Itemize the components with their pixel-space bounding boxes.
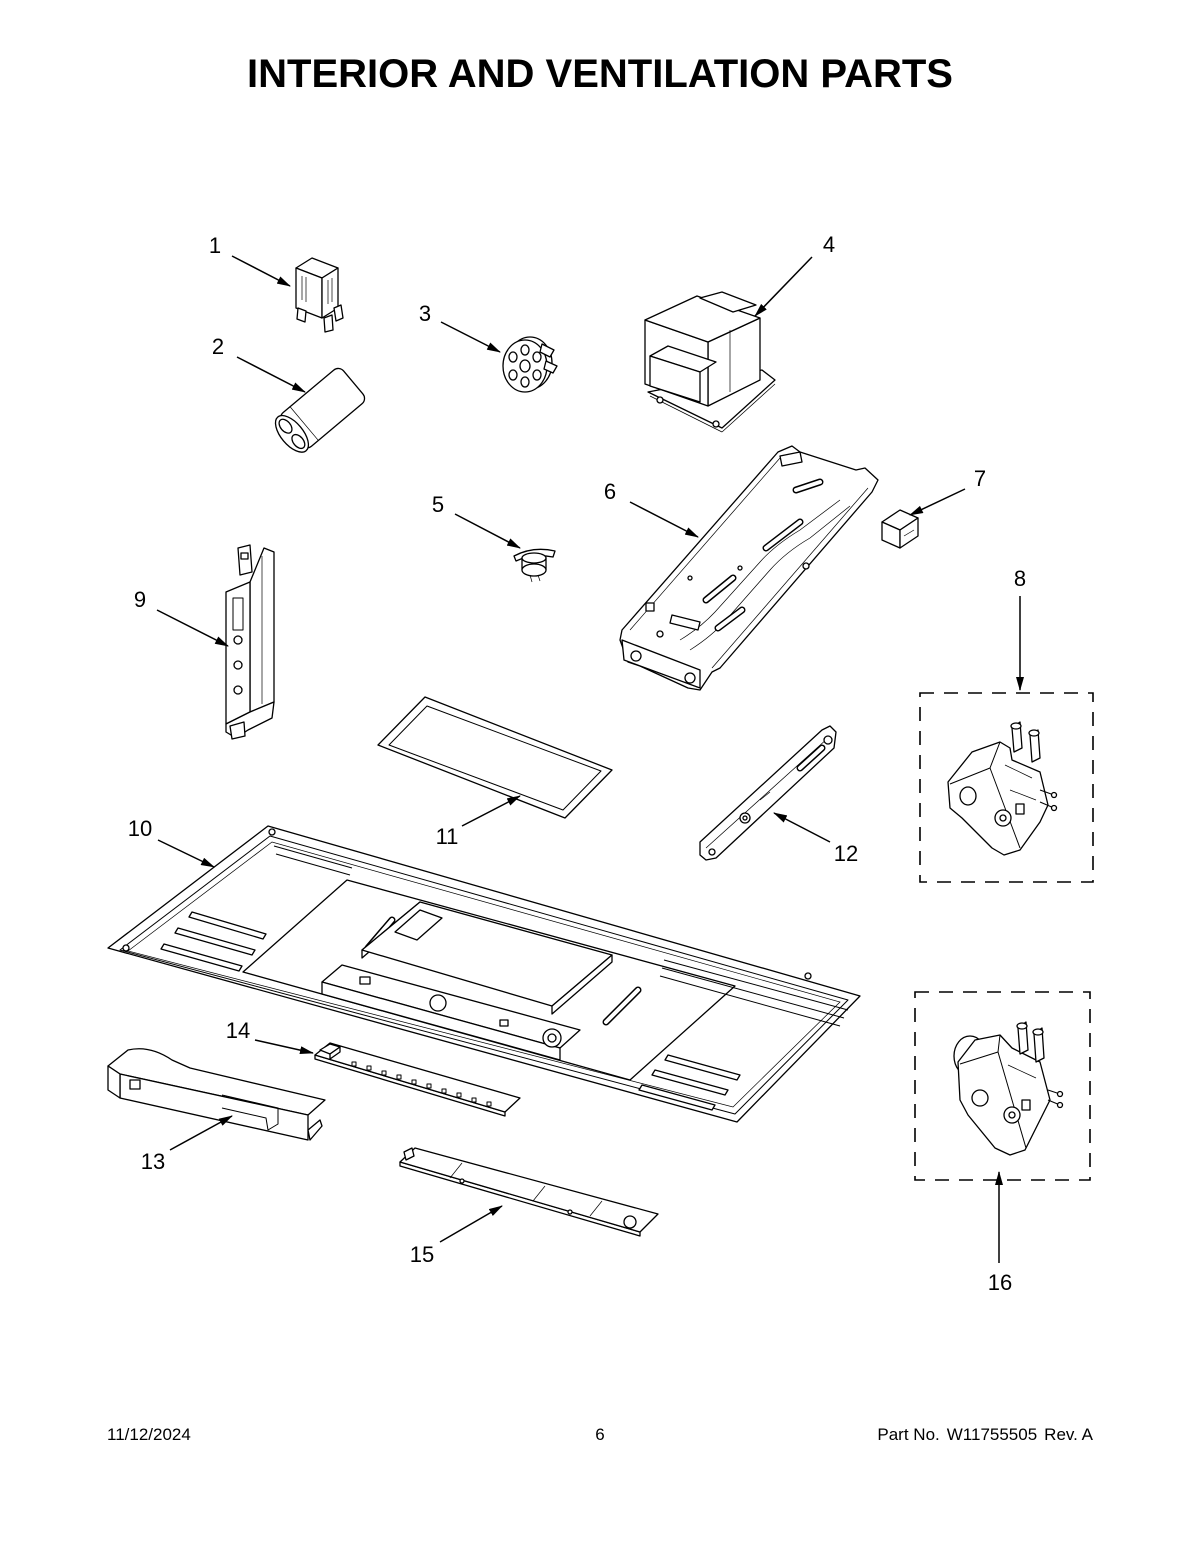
callout-arrow-4 [754,256,813,317]
callout-6: 6 [604,479,616,504]
callout-13: 13 [141,1149,165,1174]
callout-arrow-5 [454,513,521,549]
callout-arrow-2 [236,356,306,393]
footer-part-number: Part No. W11755505 Rev. A [877,1426,1093,1443]
callout-arrow-10 [157,839,215,868]
callout-9: 9 [134,587,146,612]
part-13-duct-cover [107,1048,326,1141]
callout-12: 12 [834,841,858,866]
part-9-vertical-bracket [225,544,275,740]
callout-11: 11 [436,824,459,849]
callout-arrow-1 [231,255,291,287]
part-4-transformer [644,291,776,433]
revision: Rev. A [1044,1425,1093,1444]
part-12-rail [699,725,837,861]
footer-page-number: 6 [595,1425,605,1444]
part-no-value: W11755505 [946,1425,1038,1444]
callout-16: 16 [988,1270,1012,1295]
page-title: INTERIOR AND VENTILATION PARTS [247,52,953,96]
part-10-ceiling-plate [107,825,861,1123]
callout-15: 15 [410,1242,434,1267]
part-14-control-board [314,1042,521,1117]
callout-1: 1 [209,233,221,258]
callout-arrow-9 [156,609,229,647]
footer-date: 11/12/2024 [107,1425,191,1444]
part-11-panel [377,696,613,819]
callout-arrow-14 [254,1039,314,1055]
callout-2: 2 [212,334,224,359]
part-5-thermostat [513,548,556,583]
part-6-mounting-plate [619,445,879,691]
callout-7: 7 [974,466,986,491]
callout-4: 4 [823,232,835,257]
part-1-bracket [295,257,344,333]
callout-arrow-13 [169,1115,233,1151]
callout-arrow-6 [629,501,699,538]
callout-arrow-3 [440,321,501,353]
part-no-label: Part No. [877,1425,940,1444]
callout-3: 3 [419,301,431,326]
part-2-capacitor [274,367,366,453]
detail-box-16 [914,991,1091,1181]
callout-8: 8 [1014,566,1026,591]
part-8-switch-assembly [947,721,1058,856]
callout-arrow-12 [773,812,831,843]
callout-arrow-7 [909,488,966,516]
part-16-motor-assembly [953,1021,1064,1156]
part-3-fuse-holder [502,336,558,393]
part-15-bottom-plate [399,1147,659,1237]
callout-5: 5 [432,492,444,517]
callout-14: 14 [226,1018,250,1043]
part-7-switch [881,509,919,549]
callout-arrow-11 [461,795,521,827]
callout-arrow-15 [439,1205,503,1243]
detail-box-8 [919,692,1094,883]
callout-10: 10 [128,816,152,841]
